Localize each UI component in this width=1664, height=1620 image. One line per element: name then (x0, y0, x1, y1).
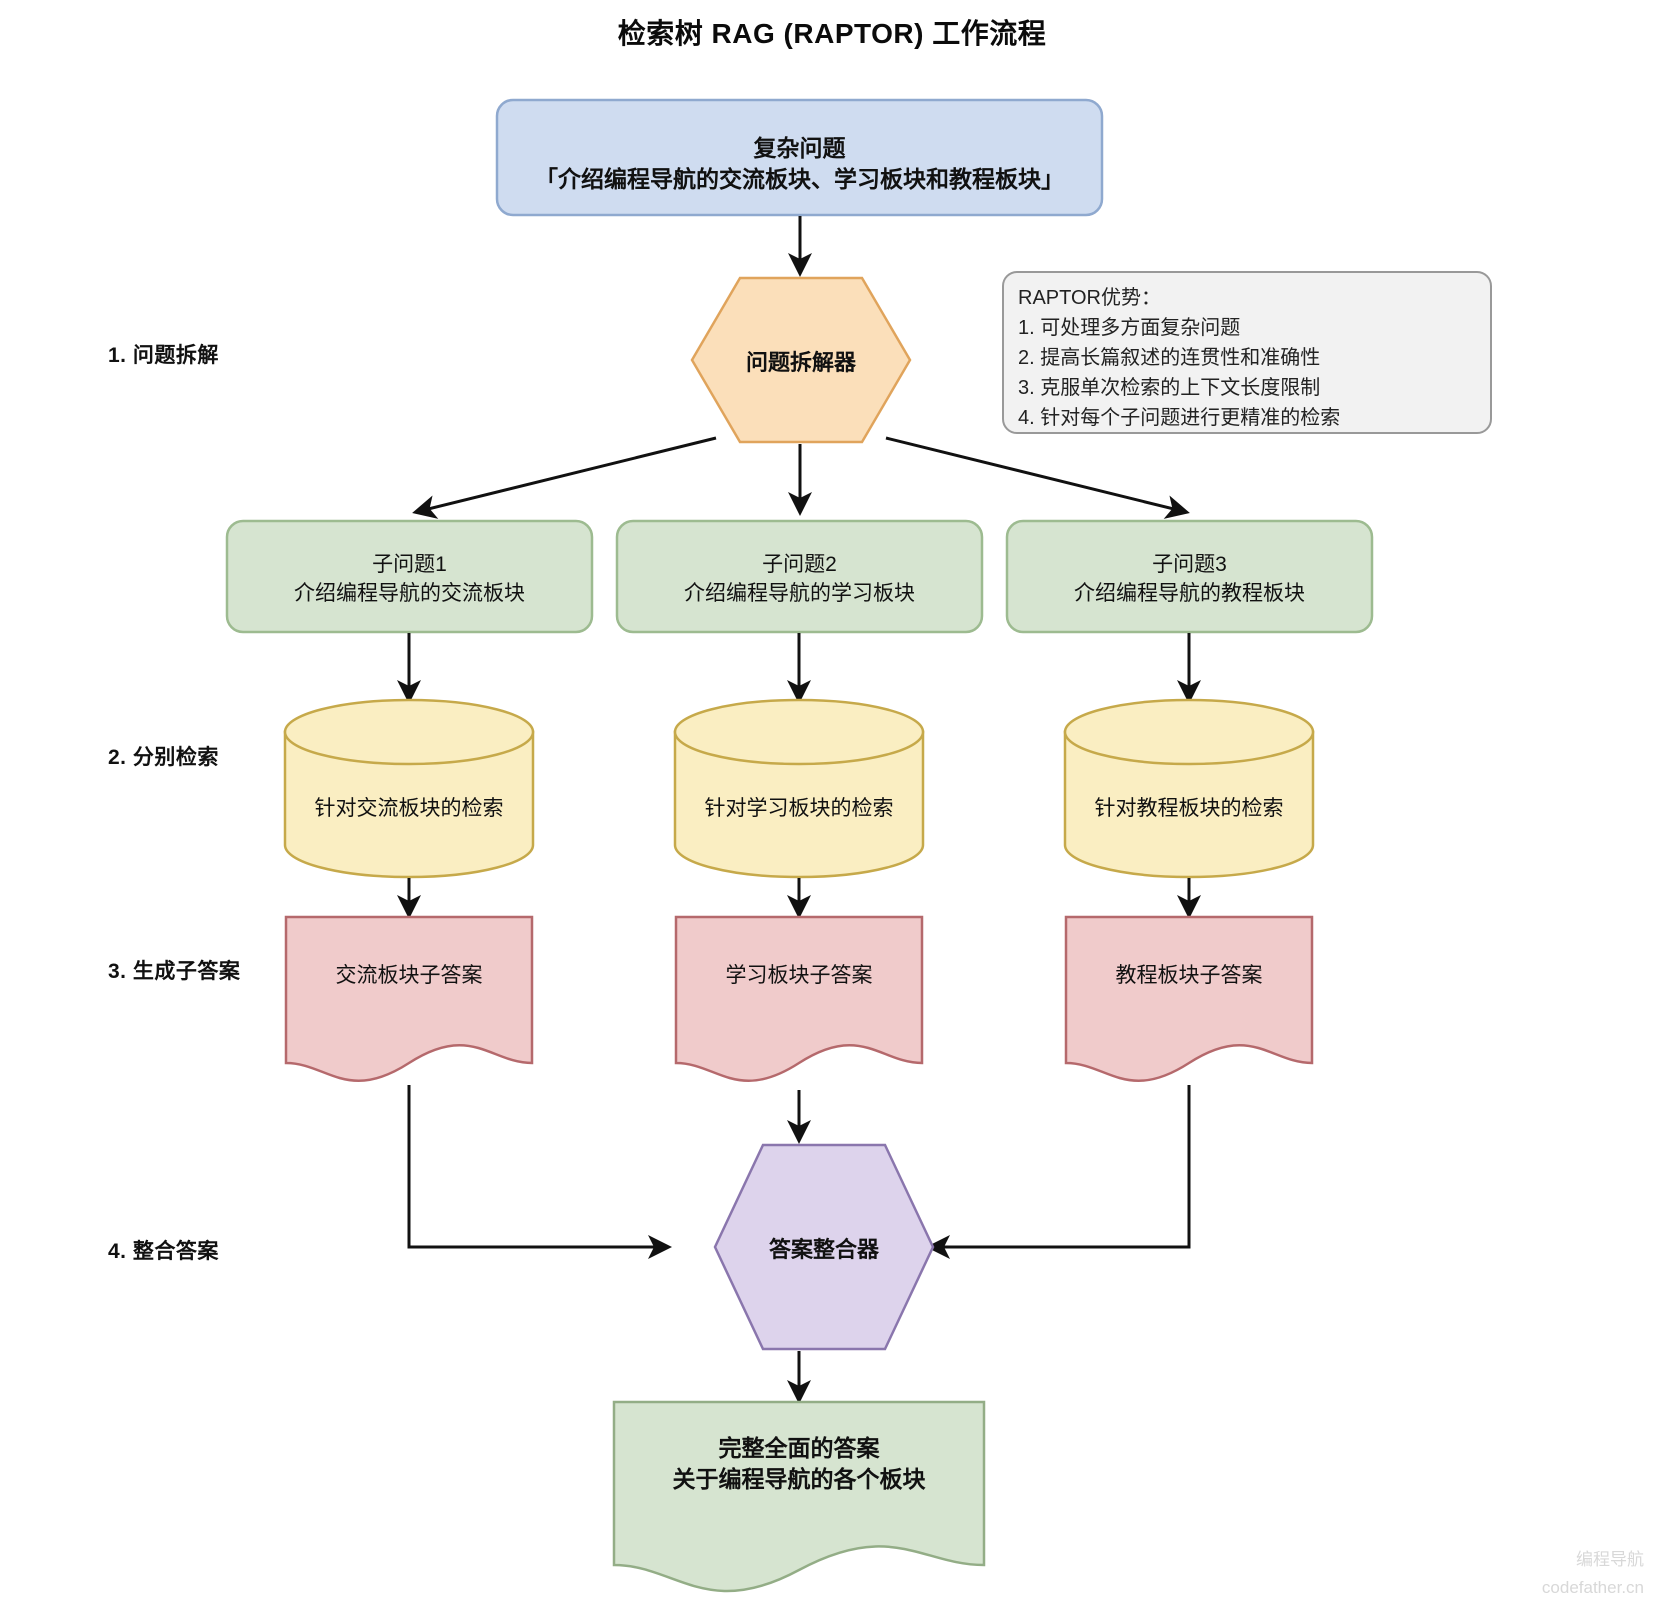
node-sub-answer-1 (284, 915, 534, 1082)
node-integrator (713, 1143, 935, 1351)
edge-decomposer-to-sub1 (412, 436, 717, 519)
watermark-brand: 编程导航 (1576, 1550, 1644, 1569)
stage-label-2: 2. 分别检索 (108, 746, 219, 769)
node-sub-answer-3 (1064, 915, 1314, 1082)
note-item-1: 1. 可处理多方面复杂问题 (1018, 317, 1241, 339)
node-subquestion-2 (615, 519, 984, 634)
page-title: 检索树 RAG (RAPTOR) 工作流程 (617, 18, 1047, 49)
edge-answer3-to-integrator (926, 1085, 1191, 1259)
node-final-answer (612, 1400, 986, 1593)
node-retrieval-2-body (673, 730, 925, 879)
node-subquestion-3 (1005, 519, 1374, 634)
note-heading: RAPTOR优势： (1018, 287, 1161, 309)
edge-answer1-to-integrator (407, 1085, 672, 1259)
note-item-3: 3. 克服单次检索的上下文长度限制 (1018, 377, 1321, 399)
edge-decomposer-to-sub3 (885, 436, 1190, 519)
stage-label-1: 1. 问题拆解 (108, 344, 219, 367)
node-retrieval-1-top (283, 698, 535, 766)
stage-label-4: 4. 整合答案 (108, 1240, 219, 1263)
node-decomposer (690, 276, 912, 444)
note-box (1002, 271, 1492, 434)
node-sub-answer-2 (674, 915, 924, 1082)
node-retrieval-2-top (673, 698, 925, 766)
node-subquestion-1 (225, 519, 594, 634)
node-retrieval-3-top (1063, 698, 1315, 766)
stage-label-3: 3. 生成子答案 (108, 960, 241, 983)
note-item-4: 4. 针对每个子问题进行更精准的检索 (1018, 407, 1341, 429)
note-item-2: 2. 提高长篇叙述的连贯性和准确性 (1018, 347, 1321, 369)
node-retrieval-1-body (283, 730, 535, 879)
watermark-domain: codefather.cn (1541, 1578, 1644, 1597)
node-complex-question (495, 98, 1104, 217)
node-retrieval-3-body (1063, 730, 1315, 879)
